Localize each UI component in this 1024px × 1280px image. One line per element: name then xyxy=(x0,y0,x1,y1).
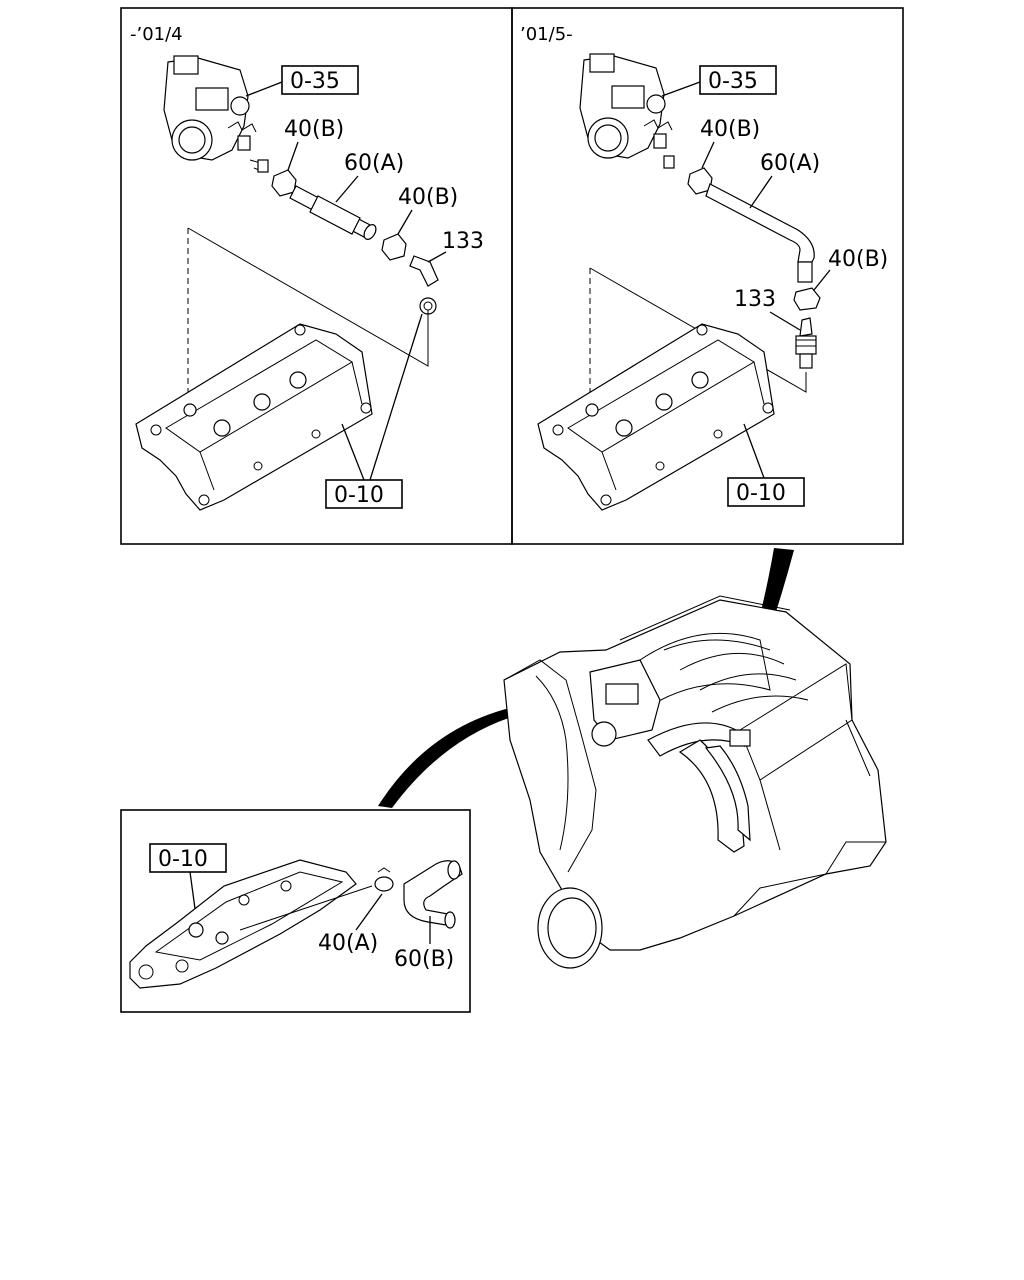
panel-right-frame xyxy=(511,7,904,545)
era-label-left: -’01/4 xyxy=(130,24,183,45)
label-clamp-left-1: 40(B) xyxy=(284,117,344,142)
clamp-40a-bottom xyxy=(374,867,394,892)
ref-label-0-10-right: 0-10 xyxy=(736,481,786,506)
ref-label-0-10-bottom: 0-10 xyxy=(158,847,208,872)
era-label-right: ’01/5- xyxy=(520,24,573,45)
head-cover-left xyxy=(135,323,373,511)
head-cover-bottom xyxy=(129,859,357,989)
hose-60a-right xyxy=(705,183,815,283)
label-hose-right: 60(A) xyxy=(760,151,820,176)
label-hose-left: 60(A) xyxy=(344,151,404,176)
engine-assembly xyxy=(503,595,887,969)
label-valve-right: 133 xyxy=(734,287,776,312)
label-clamp-right-2: 40(B) xyxy=(828,247,888,272)
label-hose-bottom: 60(B) xyxy=(394,947,454,972)
panel-left: -’01/4 0-35 40(B) 60( xyxy=(130,24,484,511)
label-clamp-left-2: 40(B) xyxy=(398,185,458,210)
pcv-valve-left xyxy=(409,255,439,315)
panel-bottom: 0-10 40(A) 60(B) xyxy=(129,843,463,989)
ref-label-0-35-left: 0-35 xyxy=(290,69,340,94)
hose-60a-left xyxy=(289,185,377,240)
clamp-40b-left-2 xyxy=(381,233,407,261)
label-clamp-bottom: 40(A) xyxy=(318,931,378,956)
ref-box-0-35-right xyxy=(699,65,777,95)
ref-box-0-10-right xyxy=(727,477,805,507)
throttle-body-right xyxy=(579,53,675,169)
panel-right: ’01/5- 0-35 40(B) 60(A) xyxy=(520,24,888,511)
pcv-valve-right xyxy=(795,317,817,369)
hose-60b-bottom xyxy=(403,860,463,929)
label-clamp-right-1: 40(B) xyxy=(700,117,760,142)
head-cover-right xyxy=(537,323,775,511)
callout-arrow-left xyxy=(378,700,564,808)
clamp-40b-right-2 xyxy=(793,287,821,311)
ref-box-0-10-left xyxy=(325,479,403,509)
ref-box-0-35-left xyxy=(281,65,359,95)
label-valve-left: 133 xyxy=(442,229,484,254)
ref-label-0-35-right: 0-35 xyxy=(708,69,758,94)
throttle-body-left xyxy=(163,55,269,173)
ref-box-0-10-bottom xyxy=(149,843,227,873)
ref-label-0-10-left: 0-10 xyxy=(334,483,384,508)
panel-bottom-frame xyxy=(120,809,471,1013)
